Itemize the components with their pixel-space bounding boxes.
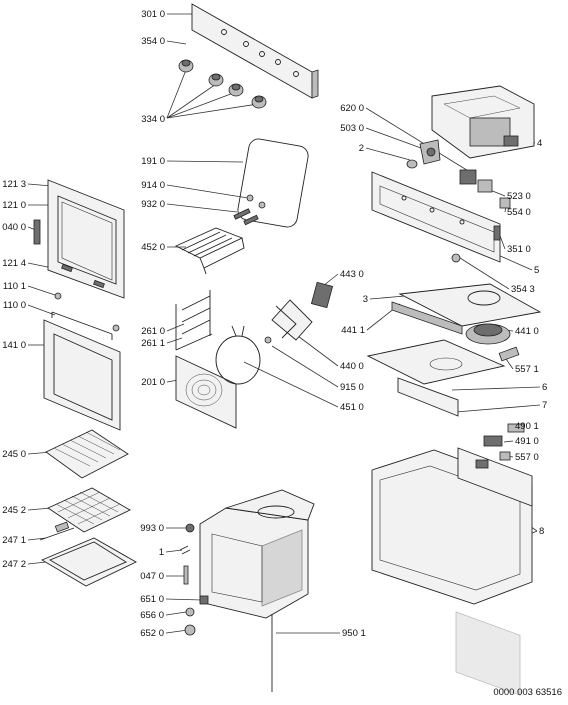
outer-door bbox=[43, 319, 121, 431]
label-3: 3 bbox=[363, 294, 368, 305]
drip-tray bbox=[41, 537, 137, 587]
label-110-0: 110 0 bbox=[3, 300, 26, 311]
label-1: 1 bbox=[159, 547, 164, 558]
label-452-0: 452 0 bbox=[141, 242, 165, 253]
label-301-0: 301 0 bbox=[141, 9, 165, 20]
label-620-0: 620 0 bbox=[340, 103, 364, 114]
switches bbox=[459, 169, 511, 209]
outer-casing bbox=[371, 447, 533, 696]
label-443-0: 443 0 bbox=[340, 269, 364, 280]
fan-assembly bbox=[264, 281, 334, 344]
tangential-fan bbox=[465, 323, 520, 362]
label-121-0: 121 0 bbox=[2, 200, 26, 211]
label-047-0: 047 0 bbox=[140, 571, 164, 582]
label-557-1: 557 1 bbox=[515, 364, 539, 375]
shelf-guides bbox=[175, 290, 213, 351]
label-245-2: 245 2 bbox=[2, 505, 26, 516]
wire-rack bbox=[45, 429, 129, 479]
grill-grid bbox=[47, 487, 131, 533]
label-523-0: 523 0 bbox=[507, 191, 531, 202]
label-950-1: 950 1 bbox=[342, 628, 366, 639]
label-2: 2 bbox=[359, 143, 364, 154]
label-8: 8 bbox=[539, 526, 544, 537]
label-5: 5 bbox=[534, 265, 539, 276]
thermostat-block bbox=[406, 139, 441, 169]
oven-cavity bbox=[199, 489, 315, 619]
label-557-0: 557 0 bbox=[515, 452, 539, 463]
label-491-0: 491 0 bbox=[515, 436, 539, 447]
label-652-0: 652 0 bbox=[140, 628, 164, 639]
circular-element bbox=[215, 325, 261, 385]
rear-electrics bbox=[483, 423, 525, 461]
spit-handle bbox=[39, 521, 75, 541]
air-deflector bbox=[366, 339, 506, 417]
inner-door-frame bbox=[33, 179, 125, 299]
label-121-3: 121 3 bbox=[2, 179, 26, 190]
top-cooling-fan bbox=[431, 85, 535, 159]
grill-element bbox=[174, 227, 245, 275]
label-354-3: 354 3 bbox=[511, 284, 535, 295]
footer-code: 0000 003 63516 bbox=[493, 687, 562, 698]
label-245-0: 245 0 bbox=[2, 449, 26, 460]
label-141-0: 141 0 bbox=[2, 340, 26, 351]
door-handle bbox=[51, 292, 120, 340]
label-656-0: 656 0 bbox=[140, 610, 164, 621]
top-plate bbox=[391, 283, 542, 335]
label-110-1: 110 1 bbox=[3, 281, 26, 292]
label-914-0: 914 0 bbox=[141, 180, 165, 191]
screws bbox=[233, 194, 266, 226]
bottom-fittings bbox=[179, 523, 209, 636]
door-seal bbox=[237, 138, 309, 228]
label-503-0: 503 0 bbox=[340, 123, 364, 134]
label-651-0: 651 0 bbox=[140, 594, 164, 605]
front-frame-rail bbox=[371, 171, 501, 263]
label-490-1: 490 1 bbox=[515, 421, 539, 432]
label-4: 4 bbox=[537, 138, 542, 149]
label-6: 6 bbox=[542, 382, 547, 393]
label-451-0: 451 0 bbox=[340, 402, 364, 413]
label-441-1: 441 1 bbox=[341, 325, 365, 336]
label-247-2: 247 2 bbox=[2, 559, 26, 570]
label-441-0: 441 0 bbox=[515, 326, 539, 337]
control-panel bbox=[191, 3, 319, 99]
label-247-1: 247 1 bbox=[2, 535, 26, 546]
label-440-0: 440 0 bbox=[340, 361, 364, 372]
part-labels: 301 0 354 0 334 0 191 0 914 0 932 0 452 … bbox=[2, 9, 562, 698]
label-191-0: 191 0 bbox=[141, 156, 165, 167]
label-351-0: 351 0 bbox=[507, 244, 531, 255]
label-554-0: 554 0 bbox=[507, 207, 531, 218]
label-7: 7 bbox=[542, 400, 547, 411]
label-261-0: 261 0 bbox=[141, 326, 165, 337]
label-261-1: 261 1 bbox=[141, 338, 165, 349]
label-915-0: 915 0 bbox=[340, 382, 364, 393]
label-993-0: 993 0 bbox=[140, 523, 164, 534]
label-354-0: 354 0 bbox=[141, 36, 165, 47]
label-040-0: 040 0 bbox=[2, 222, 26, 233]
label-201-0: 201 0 bbox=[141, 377, 165, 388]
label-932-0: 932 0 bbox=[141, 199, 165, 210]
label-121-4: 121 4 bbox=[2, 258, 26, 269]
control-knobs bbox=[178, 59, 267, 109]
label-334-0: 334 0 bbox=[141, 114, 165, 125]
fan-cover bbox=[175, 355, 237, 429]
